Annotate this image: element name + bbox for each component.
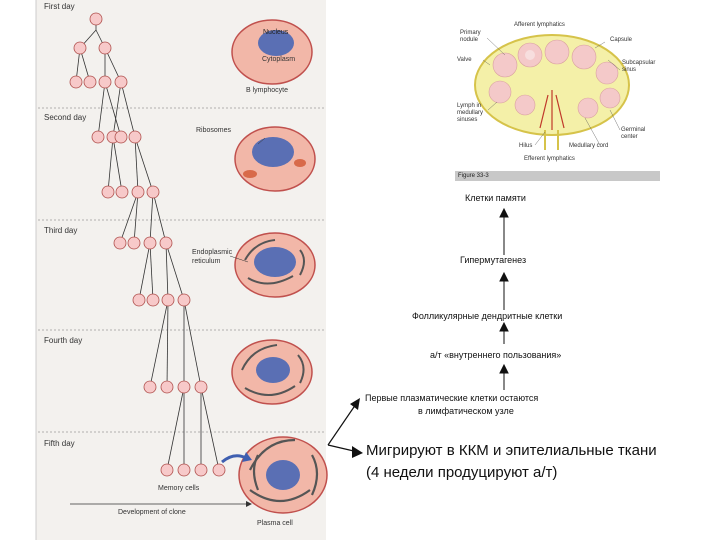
cytoplasm-label: Cytoplasm [262, 56, 296, 63]
fourth-day-cell [231, 339, 313, 405]
medullary-cord-label: Medullary cord [569, 143, 609, 149]
plasma-cell-label: Plasma cell [257, 520, 293, 527]
development-of-clone-label: Development of clone [118, 509, 186, 516]
memory-cells-text: Клетки памяти [465, 193, 526, 203]
plasma-cell [238, 436, 328, 514]
first-plasma-line1: Первые плазматические клетки остаются [365, 393, 539, 403]
day-label-4: Fourth day [44, 336, 83, 345]
primary-nodule-label: Primary nodule [460, 30, 481, 43]
germinal-center-label: Germinal center [621, 127, 646, 140]
migrate-line2: (4 недели продуцируют а/т) [366, 464, 558, 481]
lymph-medullary-sinuses-label: Lymph in medullary sinuses [457, 103, 484, 123]
afferent-label: Afferent lymphatics [514, 22, 565, 28]
hypermutation-text: Гипермутагенез [460, 255, 527, 265]
figure-caption: Figure 33-3 [455, 171, 660, 181]
er-label: Endoplasmic reticulum [192, 249, 233, 265]
nucleus-label: Nucleus [263, 29, 289, 36]
follicular-dc-text: Фолликулярные дендритные клетки [412, 311, 563, 321]
internal-antibodies-text: а/т «внутреннего пользования» [430, 350, 562, 360]
ribosomes-label: Ribosomes [196, 127, 232, 134]
subcapsular-sinus-label: Subcapsular sinus [622, 60, 656, 73]
lymph-node [474, 34, 630, 150]
b-lymphocyte-label: B lymphocyte [246, 87, 289, 94]
lineage-tree [75, 19, 220, 471]
migrate-line1: Мигрируют в ККМ и эпителиальные ткани [366, 442, 657, 459]
hilus-label: Hilus [519, 143, 533, 149]
first-plasma-line2: в лимфатическом узле [418, 406, 514, 416]
day-label-5: Fifth day [44, 439, 75, 448]
capsule-label: Capsule [610, 37, 633, 43]
flow-arrows [499, 207, 509, 390]
valve-label: Valve [457, 57, 472, 63]
day-label-2: Second day [44, 113, 87, 122]
day-label-3: Third day [44, 226, 78, 235]
b-lymphocyte-cell [231, 19, 313, 85]
day-label-1: First day [44, 2, 75, 11]
efferent-label: Efferent lymphatics [524, 156, 575, 162]
memory-cells-label: Memory cells [158, 485, 200, 492]
ribosome-cell [234, 126, 316, 192]
lymphocyte-cells [69, 12, 226, 477]
er-cell [234, 232, 316, 298]
branch-arrows [327, 403, 359, 453]
